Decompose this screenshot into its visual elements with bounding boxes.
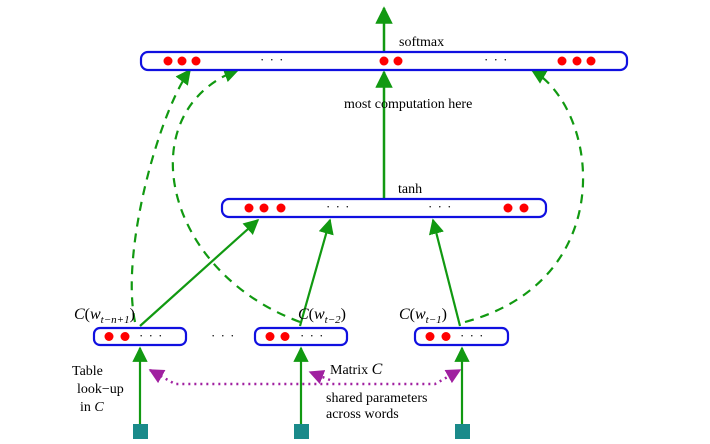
- ellipsis: · · ·: [484, 52, 509, 67]
- unit: [120, 332, 130, 341]
- context-to-tanh-1: [139, 218, 260, 327]
- shared-params-link: [148, 368, 462, 386]
- most-computation-label: most computation here: [344, 97, 472, 112]
- unit: [280, 332, 290, 341]
- unit: [244, 203, 254, 213]
- context-vector-3: · · ·: [413, 326, 510, 347]
- ellipsis: · · ·: [300, 328, 325, 343]
- unit: [177, 56, 187, 66]
- unit: [557, 56, 567, 66]
- unit: [163, 56, 173, 66]
- tanh-label: tanh: [398, 182, 422, 197]
- input-word-1: [133, 424, 148, 439]
- context-label-1: C(wt−n+1): [74, 306, 135, 326]
- shared-params-link-center: [308, 370, 331, 384]
- skip-connection-1: [130, 68, 191, 323]
- unit: [393, 56, 403, 66]
- unit: [276, 203, 286, 213]
- matrix-label: Matrix C: [330, 361, 383, 378]
- softmax-label: softmax: [399, 35, 444, 50]
- unit: [586, 56, 596, 66]
- shared-params-label-line2: across words: [326, 407, 399, 422]
- skip-connection-3: [464, 69, 585, 324]
- unit: [572, 56, 582, 66]
- unit: [265, 332, 275, 341]
- context-vector-2: · · ·: [253, 326, 349, 347]
- unit: [519, 203, 529, 213]
- shared-params-label-line1: shared parameters: [326, 391, 427, 406]
- input-word-2: [294, 424, 309, 439]
- ellipsis: · · ·: [428, 199, 453, 214]
- ellipsis: · · ·: [139, 328, 164, 343]
- table-lookup-label-line2: look−up: [77, 382, 124, 397]
- ellipsis: · · ·: [460, 328, 485, 343]
- context-label-2: C(wt−2): [298, 306, 346, 326]
- unit: [191, 56, 201, 66]
- table-lookup-label-line3: in C: [80, 400, 104, 415]
- tanh-layer: · · · · · ·: [220, 197, 548, 219]
- table-lookup-label-line1: Table: [72, 364, 103, 379]
- context-to-tanh-3: [428, 218, 462, 327]
- unit: [259, 203, 269, 213]
- unit: [379, 56, 389, 66]
- softmax-layer: · · · · · ·: [139, 50, 629, 72]
- unit: [503, 203, 513, 213]
- skip-connection-2: [171, 67, 301, 324]
- unit: [441, 332, 451, 341]
- context-label-3: C(wt−1): [399, 306, 447, 326]
- ellipsis: · · ·: [260, 52, 285, 67]
- unit: [104, 332, 114, 341]
- context-to-tanh-2: [298, 218, 334, 327]
- between-contexts-ellipsis: · · ·: [211, 328, 236, 343]
- ellipsis: · · ·: [326, 199, 351, 214]
- input-word-3: [455, 424, 470, 439]
- context-vector-1: · · ·: [92, 326, 188, 347]
- unit: [425, 332, 435, 341]
